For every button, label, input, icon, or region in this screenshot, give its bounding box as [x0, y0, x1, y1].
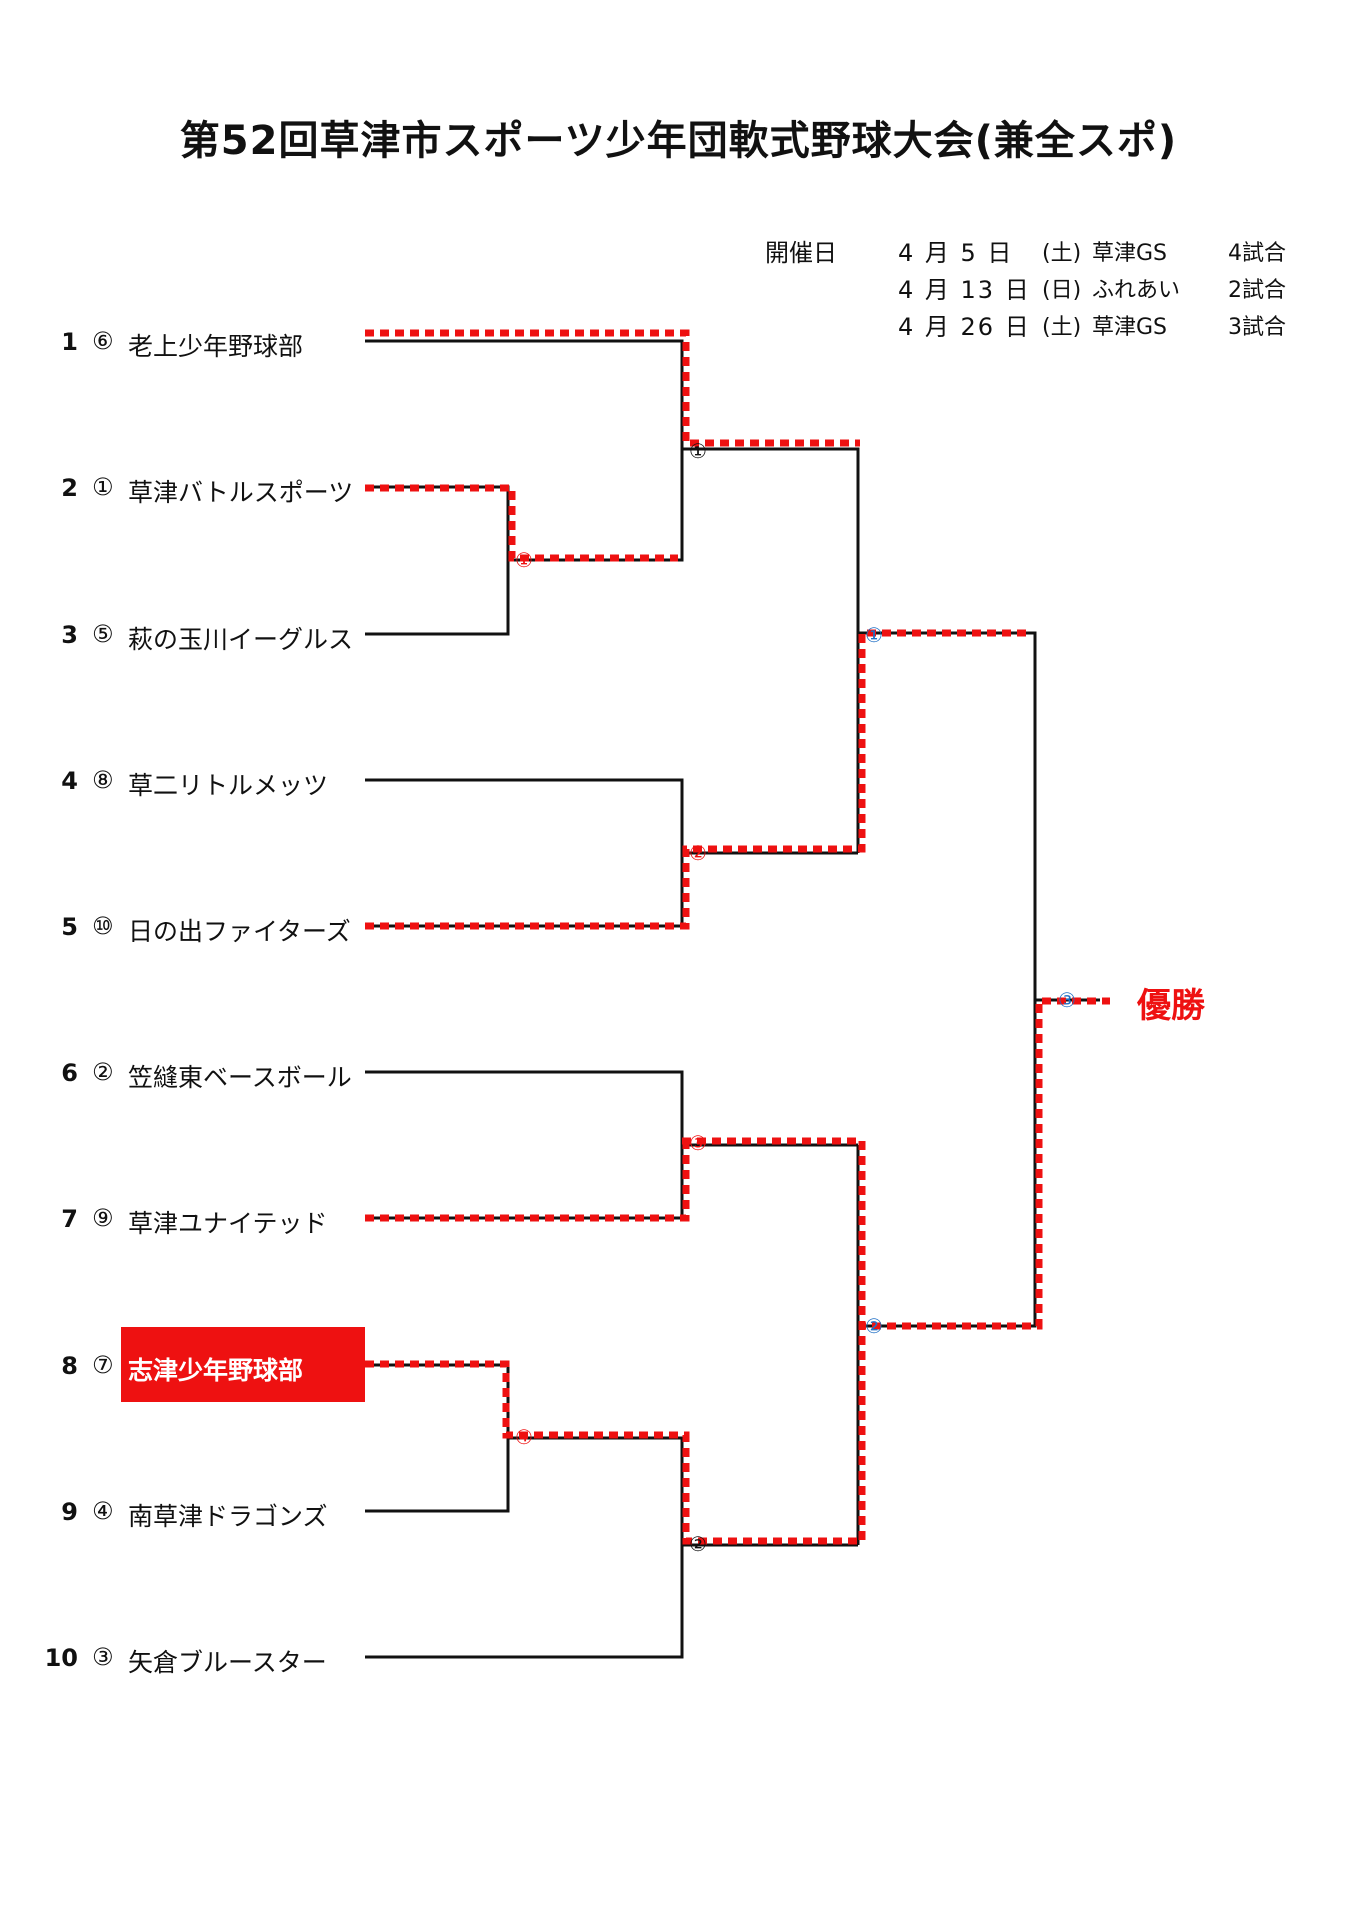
bracket-line [365, 778, 684, 853]
bracket-line [858, 1000, 1037, 1328]
team-seed: 3 [61, 621, 78, 649]
bracket-line [365, 1438, 510, 1513]
schedule-games: 3試合 [1228, 315, 1286, 340]
match-label: ③ [1058, 988, 1076, 1012]
bracket-line [365, 1070, 858, 1147]
match-label: ① [865, 623, 883, 647]
match-label: ① [515, 548, 533, 572]
schedule-day: (土) [1042, 241, 1082, 266]
schedule-venue: 草津GS [1092, 315, 1168, 340]
bracket-lines [365, 339, 1100, 1659]
winner-path-segment [365, 1141, 690, 1222]
bracket-line [365, 1363, 858, 1547]
match-label: ④ [515, 1425, 533, 1449]
team-name: 草二リトルメッツ [128, 771, 329, 800]
winner-path [365, 329, 1110, 1545]
bracket-line [713, 447, 860, 853]
schedule-label: 開催日 [765, 239, 837, 267]
team-name: 草津バトルスポーツ [128, 478, 354, 507]
draw-number: ⑥ [92, 327, 114, 355]
team-seed: 1 [61, 328, 78, 356]
team-name: 南草津ドラゴンズ [128, 1502, 328, 1531]
schedule-games: 2試合 [1228, 278, 1286, 303]
team-seed: 10 [44, 1644, 78, 1672]
schedule-day: (土) [1042, 315, 1082, 340]
highlighted-team-box [121, 1327, 365, 1402]
winner-path-segment [365, 329, 860, 447]
draw-number: ③ [92, 1643, 114, 1671]
bracket-line [365, 449, 684, 562]
bracket-line [365, 560, 510, 636]
match-label: ② [865, 1314, 883, 1338]
draw-number: ⑩ [92, 912, 114, 940]
draw-number: ⑦ [92, 1351, 114, 1379]
schedule-venue: ふれあい [1092, 278, 1181, 303]
draw-number: ④ [92, 1497, 114, 1525]
match-label: ③ [689, 1131, 707, 1155]
bracket-line [858, 631, 1037, 1000]
team-seed: 7 [61, 1205, 78, 1233]
team-seed: 8 [61, 1352, 78, 1380]
bracket-line [365, 851, 858, 928]
schedule-date: 4 月 26 日 [898, 313, 1031, 341]
team-name: 草津ユナイテッド [128, 1209, 328, 1238]
match-labels: ① ① ① ② ③ ③ ② ④ ② [515, 439, 1076, 1556]
team-seed: 2 [61, 474, 78, 502]
draw-number: ⑨ [92, 1204, 114, 1232]
draw-number: ② [92, 1058, 114, 1086]
team-name: 萩の玉川イーグルス [128, 625, 354, 654]
draw-number: ① [92, 473, 114, 501]
team-seed: 9 [61, 1498, 78, 1526]
schedule-games: 4試合 [1228, 241, 1286, 266]
match-label: ② [689, 1532, 707, 1556]
team-name: 日の出ファイターズ [128, 917, 351, 946]
bracket-line [365, 1145, 684, 1220]
schedule-date: 4 月 13 日 [898, 276, 1031, 304]
draw-number: ⑧ [92, 766, 114, 794]
bracket-line [365, 1545, 684, 1659]
schedule-date: 4 月 5 日 [898, 239, 1014, 267]
team-name: 笠縫東ベースボール [128, 1063, 352, 1092]
winner-path-segment [682, 997, 1110, 1330]
draw-number: ⑤ [92, 620, 114, 648]
team-name: 矢倉ブルースター [128, 1648, 327, 1677]
team-name-highlighted: 志津少年野球部 [128, 1356, 304, 1385]
team-seed: 4 [61, 767, 78, 795]
winner-path-segment [365, 484, 678, 562]
champion-label: 優勝 [1137, 986, 1205, 1026]
team-seed: 6 [61, 1059, 78, 1087]
match-label: ② [689, 841, 707, 865]
winner-path-segment [365, 629, 1031, 930]
winner-path-segment [365, 1326, 866, 1545]
page-title: 第52回草津市スポーツ少年団軟式野球大会(兼全スポ) [179, 118, 1178, 164]
team-name: 老上少年野球部 [128, 332, 304, 361]
schedule-venue: 草津GS [1092, 241, 1168, 266]
bracket-line [365, 339, 713, 451]
team-seed: 5 [61, 913, 78, 941]
schedule-day: (日) [1042, 278, 1082, 303]
match-label: ① [689, 439, 707, 463]
